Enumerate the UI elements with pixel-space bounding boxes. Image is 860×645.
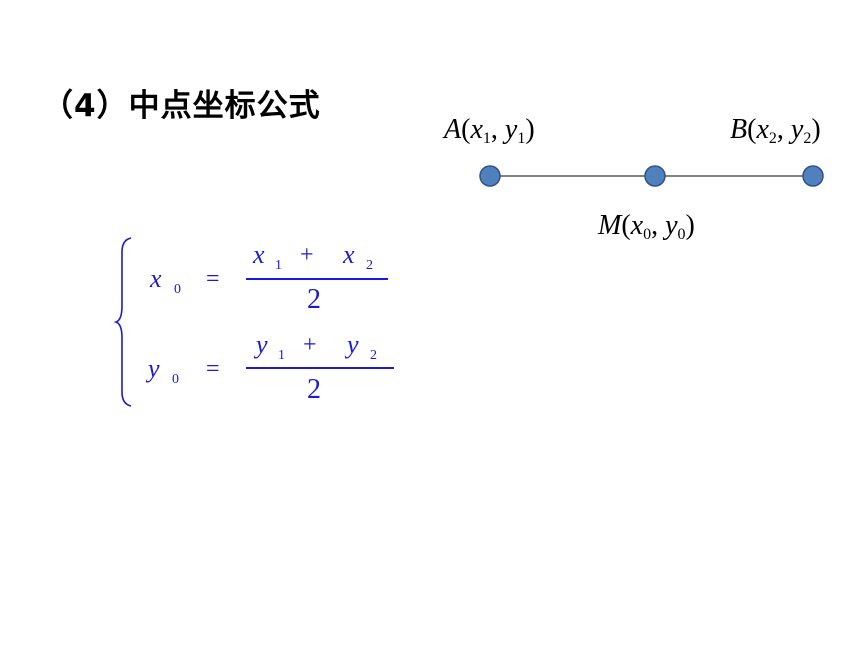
row2-num-b: y <box>347 330 359 359</box>
row2-equals: = <box>206 356 220 382</box>
row1-equals: = <box>206 266 220 292</box>
point-b-label: B(x2, y2) <box>730 114 821 147</box>
row2-lhs: y <box>148 354 160 383</box>
section-title: （4）中点坐标公式 <box>42 88 321 124</box>
row1-lhs: x <box>150 264 162 293</box>
row2-num-a-sub: 1 <box>278 348 285 363</box>
row2-fraction-bar <box>246 367 394 369</box>
point-m-label: M(x0, y0) <box>598 210 695 243</box>
row1-num-b-sub: 2 <box>366 258 373 273</box>
row2-num-a: y <box>256 330 268 359</box>
row1-num-a-sub: 1 <box>275 258 282 273</box>
point-a-dot <box>479 165 501 187</box>
row1-denominator: 2 <box>307 284 321 315</box>
row1-lhs-sub: 0 <box>174 282 181 297</box>
row1-num-b: x <box>343 240 355 269</box>
row1-plus: + <box>300 242 314 268</box>
point-b-dot <box>802 165 824 187</box>
row1-num-a: x <box>253 240 265 269</box>
point-m-dot <box>644 165 666 187</box>
row2-plus: + <box>303 332 317 358</box>
row2-num-b-sub: 2 <box>370 348 377 363</box>
point-a-label: A(x1, y1) <box>444 114 535 147</box>
row2-lhs-sub: 0 <box>172 372 179 387</box>
row1-fraction-bar <box>246 278 388 280</box>
row2-denominator: 2 <box>307 374 321 405</box>
